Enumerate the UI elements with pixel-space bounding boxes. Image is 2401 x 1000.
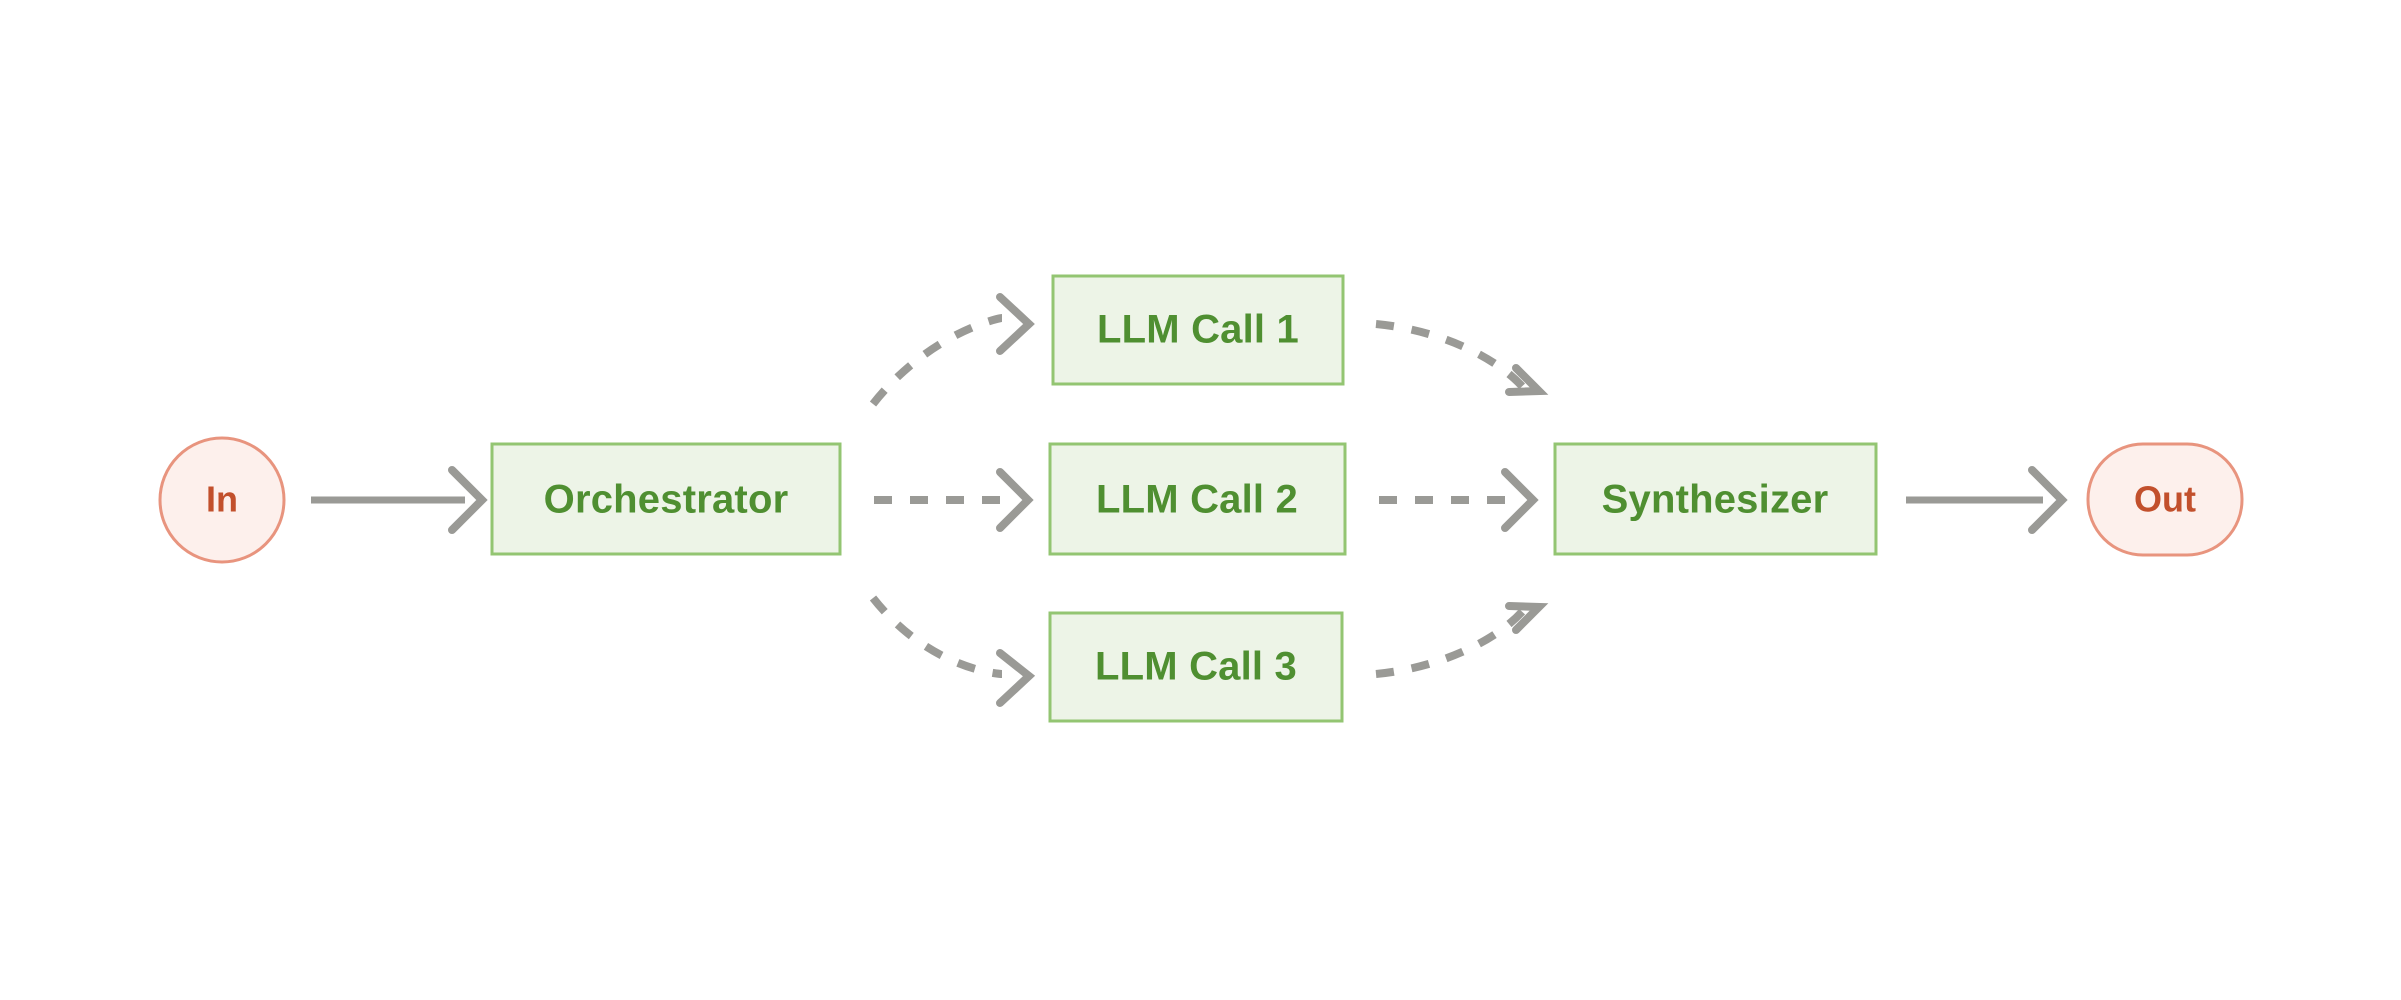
node-llm-call-2-label: LLM Call 2 [1096,478,1298,522]
node-llm-call-3-label: LLM Call 3 [1095,645,1297,689]
edge-orchestrator-to-llm-call-1 [869,293,1035,407]
node-orchestrator-label: Orchestrator [544,478,789,522]
node-in-shape [158,436,286,564]
node-llm-call-2-shape [1048,442,1347,556]
node-llm-call-1[interactable]: LLM Call 1 [1051,274,1345,386]
node-in-label: In [206,479,238,520]
node-out-shape [2086,442,2244,557]
node-out-label: Out [2134,479,2196,520]
node-llm-call-2[interactable]: LLM Call 2 [1048,442,1347,556]
node-out[interactable]: Out [2086,442,2244,557]
node-llm-call-1-label: LLM Call 1 [1097,308,1299,352]
edge-in-to-orchestrator [311,466,488,534]
node-llm-call-3-shape [1048,611,1344,723]
node-llm-call-3[interactable]: LLM Call 3 [1048,611,1344,723]
node-in[interactable]: In [158,436,286,564]
node-orchestrator-shape [490,442,842,556]
node-layer: In Orchestrator LLM Call 1 LLM Call 2 LL… [158,274,2244,723]
edge-orchestrator-to-llm-call-3 [869,595,1036,707]
node-synthesizer[interactable]: Synthesizer [1553,442,1878,556]
node-llm-call-1-shape [1051,274,1345,386]
node-synthesizer-shape [1553,442,1878,556]
edge-llm-call-2-to-synthesizer [1379,468,1539,532]
edge-orchestrator-to-llm-call-2 [874,468,1034,532]
node-synthesizer-label: Synthesizer [1602,478,1829,522]
edge-synthesizer-to-out [1906,466,2068,534]
node-orchestrator[interactable]: Orchestrator [490,442,842,556]
edge-llm-call-3-to-synthesizer [1375,602,1549,678]
edge-layer [311,293,2068,707]
edge-llm-call-1-to-synthesizer [1375,320,1549,396]
